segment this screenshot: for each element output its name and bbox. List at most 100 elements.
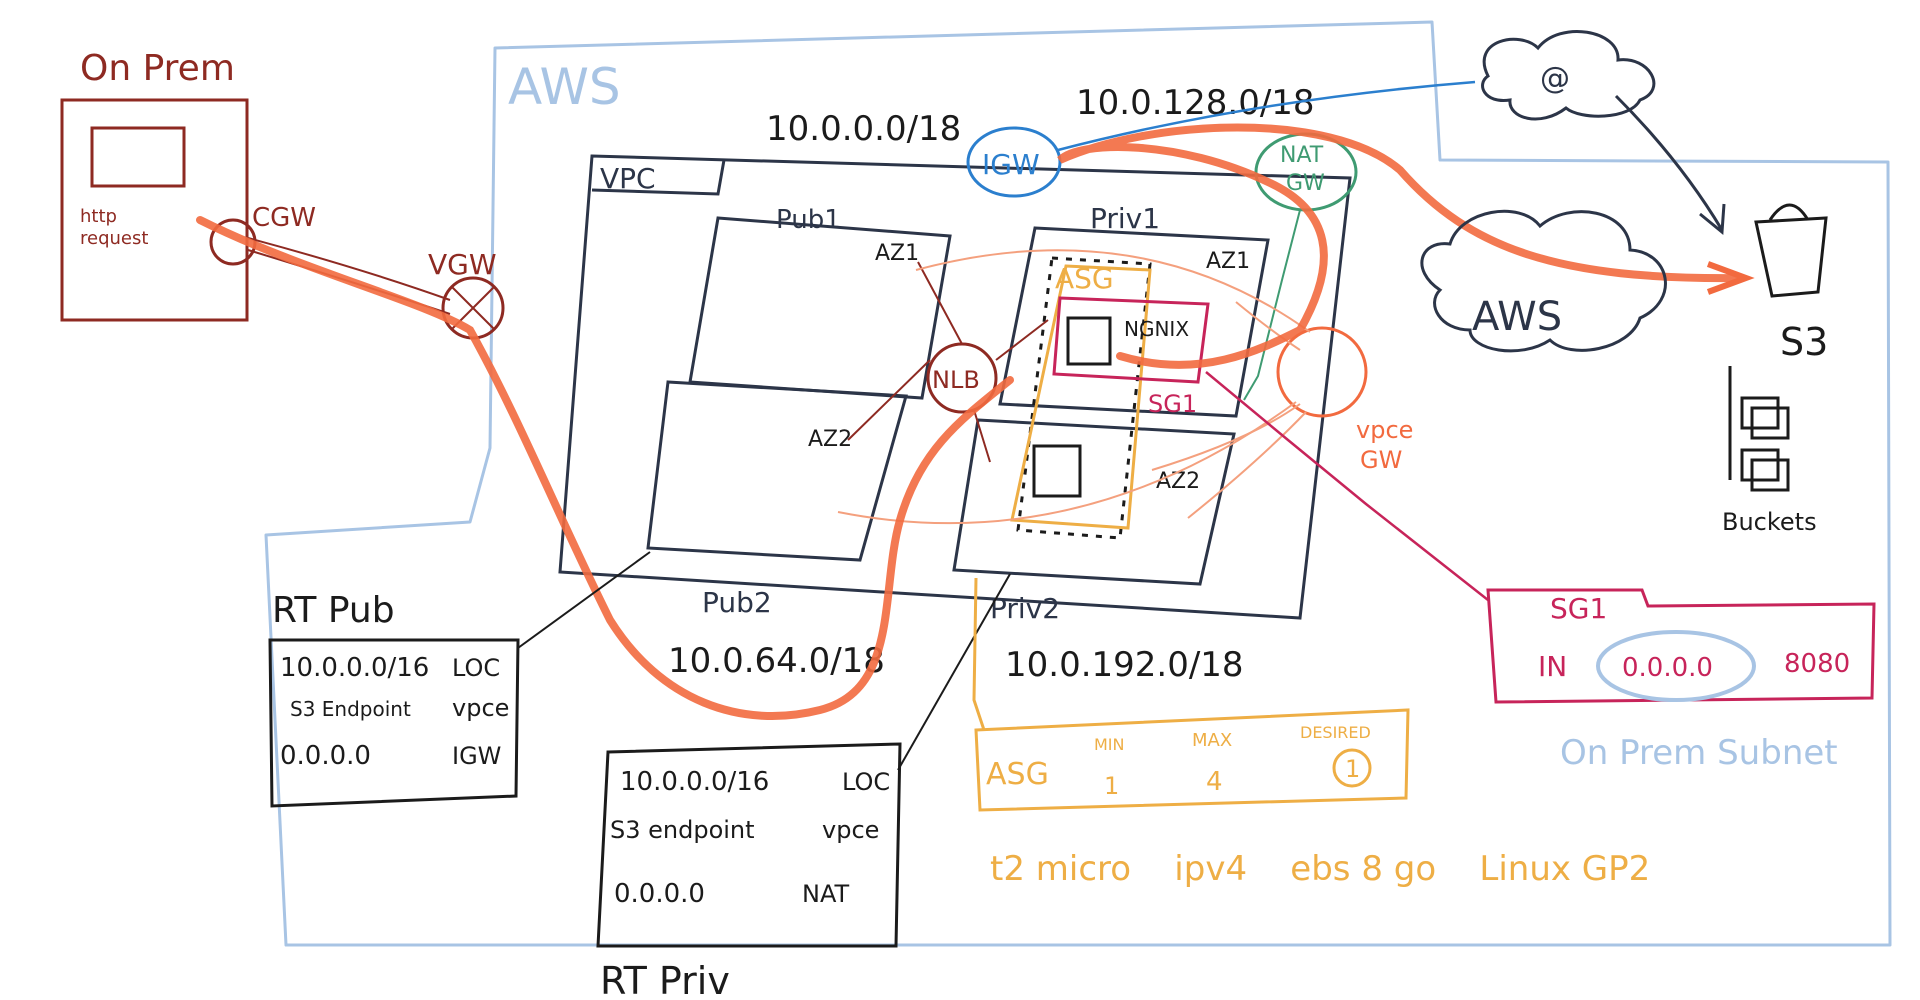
cidr-pub1: 10.0.0.0/18	[766, 109, 961, 149]
subnet-pub1	[688, 216, 952, 400]
buckets-icon	[1728, 366, 1790, 492]
nat-gw-label: NAT GW	[1280, 143, 1330, 196]
asg-max-value: 4	[1206, 767, 1223, 797]
asg-label: ASG	[1055, 262, 1114, 295]
rt-pub-title: RT Pub	[272, 590, 395, 631]
vpc-tab	[591, 159, 726, 196]
http-request-line2: request	[80, 228, 148, 249]
request-path-arrowhead	[1706, 261, 1755, 295]
cgw-label: CGW	[252, 203, 316, 233]
on-prem-server	[90, 126, 186, 188]
sg1-rule-cidr: 0.0.0.0	[1622, 653, 1713, 683]
asg-desired-label: DESIRED	[1300, 723, 1371, 742]
asg-max-label: MAX	[1192, 730, 1232, 751]
asg-group	[1010, 264, 1152, 530]
vgw-label: VGW	[428, 248, 497, 281]
sg1-rule-title: SG1	[1550, 592, 1607, 625]
rt-priv-row2-dest: S3 endpoint	[610, 816, 755, 844]
rt-priv-row3-dest: 0.0.0.0	[614, 879, 705, 909]
asg-config-leader	[972, 577, 986, 731]
az2-instance	[1032, 444, 1082, 498]
pub2-label: Pub2	[702, 586, 772, 619]
az2-priv-label: AZ2	[1156, 469, 1200, 494]
on-prem-box	[60, 98, 249, 322]
az1-priv-label: AZ1	[1206, 249, 1250, 274]
igw-label: IGW	[982, 148, 1040, 181]
s3-bucket-icon	[1754, 203, 1828, 298]
subnet-priv2	[952, 418, 1236, 586]
rt-priv-row2-target: vpce	[822, 816, 879, 844]
aws-cloud-label: AWS	[1472, 294, 1562, 340]
request-path-onprem-to-asg	[196, 216, 1014, 720]
vpc-box	[558, 154, 1352, 620]
nlb-label: NLB	[932, 366, 980, 394]
sg1-rule-box	[1486, 588, 1876, 704]
rt-priv-row3-target: NAT	[802, 880, 850, 908]
rt-pub-row2-dest: S3 Endpoint	[290, 697, 411, 721]
route-pub2-vpce	[837, 401, 1297, 525]
rt-priv-row1-target: LOC	[842, 768, 890, 796]
nginx-instance	[1066, 316, 1112, 366]
az1-pub-label: AZ1	[875, 241, 919, 266]
on-prem-title: On Prem	[80, 48, 235, 89]
sg1-link	[1205, 371, 1489, 601]
vpce-line1: vpce	[1356, 416, 1413, 444]
priv2-label: Priv2	[990, 592, 1060, 625]
request-path-asg-to-s3	[1057, 123, 1744, 369]
vpce-gw-label: vpce GW	[1356, 416, 1421, 474]
vpc-label: VPC	[600, 162, 656, 195]
http-request-line1: http	[80, 206, 117, 227]
rt-priv-box	[596, 742, 902, 948]
az2-pub-label: AZ2	[808, 427, 852, 452]
sg1-rule-direction: IN	[1538, 650, 1567, 683]
cidr-priv2: 10.0.192.0/18	[1005, 645, 1244, 685]
subnet-pub2	[646, 380, 908, 562]
asg-config-name: ASG	[986, 757, 1049, 792]
rt-pub-row1-dest: 10.0.0.0/16	[280, 653, 429, 683]
aws-region-outline	[264, 20, 1892, 947]
buckets-icon-e	[1750, 458, 1790, 492]
sg1-tag: SG1	[1148, 390, 1197, 418]
rt-priv-leader	[897, 573, 1011, 771]
rt-pub-leader	[517, 551, 651, 649]
on-prem-subnet-label: On Prem Subnet	[1560, 733, 1838, 773]
aws-cloud	[1420, 209, 1667, 353]
buckets-label: Buckets	[1722, 508, 1817, 536]
nlb-links	[847, 261, 1049, 463]
route-pub1-vpce	[915, 249, 1311, 333]
priv1-label: Priv1	[1090, 202, 1160, 235]
rt-pub-box	[268, 638, 520, 808]
rt-pub-row3-target: IGW	[452, 742, 501, 770]
nginx-sg-box	[1052, 296, 1210, 384]
igw-icon	[966, 126, 1062, 198]
rt-priv-row1-dest: 10.0.0.0/16	[620, 767, 769, 797]
instance-spec: t2 micro ipv4 ebs 8 go Linux GP2	[990, 849, 1650, 889]
cidr-pub2: 10.0.64.0/18	[668, 641, 885, 681]
subnet-priv1	[998, 226, 1270, 418]
sg1-rule-port: 8080	[1784, 649, 1850, 679]
pub1-label: Pub1	[776, 205, 841, 235]
http-request-label: http request	[80, 206, 148, 249]
rt-pub-row2-target: vpce	[452, 694, 509, 722]
aws-region-label: AWS	[508, 58, 621, 116]
s3-label: S3	[1780, 320, 1828, 364]
internet-to-s3-arrow	[1614, 94, 1726, 235]
route-priv1-vpce	[1235, 301, 1301, 351]
igw-internet-link	[1057, 80, 1476, 152]
rt-priv-title: RT Priv	[600, 959, 730, 1000]
internet-cloud	[1481, 29, 1656, 121]
vpce-line2: GW	[1360, 446, 1402, 474]
vpce-gw-icon	[1276, 326, 1368, 418]
cidr-priv1: 10.0.128.0/18	[1076, 83, 1315, 123]
sg1-cidr-highlight	[1596, 630, 1756, 702]
rt-pub-row1-target: LOC	[452, 654, 500, 682]
rt-pub-row3-dest: 0.0.0.0	[280, 741, 371, 771]
asg-min-value: 1	[1104, 772, 1119, 800]
asg-min-label: MIN	[1094, 735, 1125, 754]
buckets-icon-d	[1740, 448, 1780, 482]
asg-desired-circle	[1332, 748, 1372, 788]
route-az2-vpce	[1151, 403, 1301, 471]
nat-gw-line1: NAT	[1280, 143, 1324, 168]
buckets-icon-b	[1740, 396, 1780, 430]
